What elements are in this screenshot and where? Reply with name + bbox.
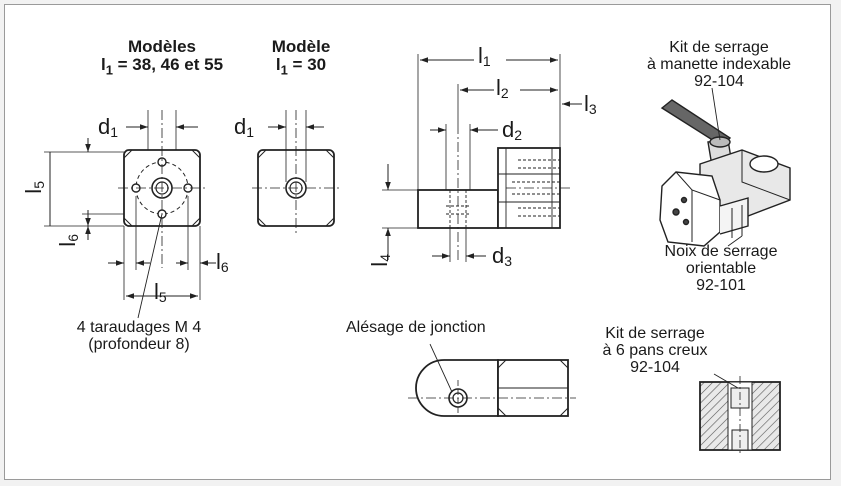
dim-l4: l4 xyxy=(367,254,393,267)
dim-l2: l2 xyxy=(496,75,509,101)
dim-d1-models: d1 xyxy=(98,114,119,140)
dim-l1: l1 xyxy=(478,43,491,69)
dim-l3: l3 xyxy=(584,91,597,117)
dim-d3: d3 xyxy=(492,243,513,269)
callout-tapping: 4 taraudages M 4 (profondeur 8) xyxy=(76,319,202,353)
callout-kit-lever: Kit de serrage à manette indexable 92-10… xyxy=(646,39,792,90)
junction-bore-view xyxy=(408,343,576,417)
dim-d1-model: d1 xyxy=(234,114,255,140)
side-view xyxy=(382,54,582,262)
dim-l5-vertical: l5 xyxy=(21,181,47,194)
hex-clamp-section xyxy=(699,373,781,456)
clamp-kit-isometric xyxy=(659,87,791,247)
models-header: Modèles l1 = 38, 46 et 55 xyxy=(100,37,224,78)
dim-l6-horizontal: l6 xyxy=(216,249,229,275)
callout-nut: Noix de serrage orientable 92-101 xyxy=(664,243,778,294)
callout-bore: Alésage de jonction xyxy=(346,319,486,336)
front-view-models xyxy=(44,110,216,319)
callout-kit-hex: Kit de serrage à 6 pans creux 92-104 xyxy=(602,325,708,376)
front-view-model-30 xyxy=(252,110,340,236)
dim-l6-vertical: l6 xyxy=(55,234,81,247)
dim-d2: d2 xyxy=(502,117,523,143)
model-header: Modèle l1 = 30 xyxy=(271,37,331,78)
dim-l5-horizontal: l5 xyxy=(154,279,167,305)
